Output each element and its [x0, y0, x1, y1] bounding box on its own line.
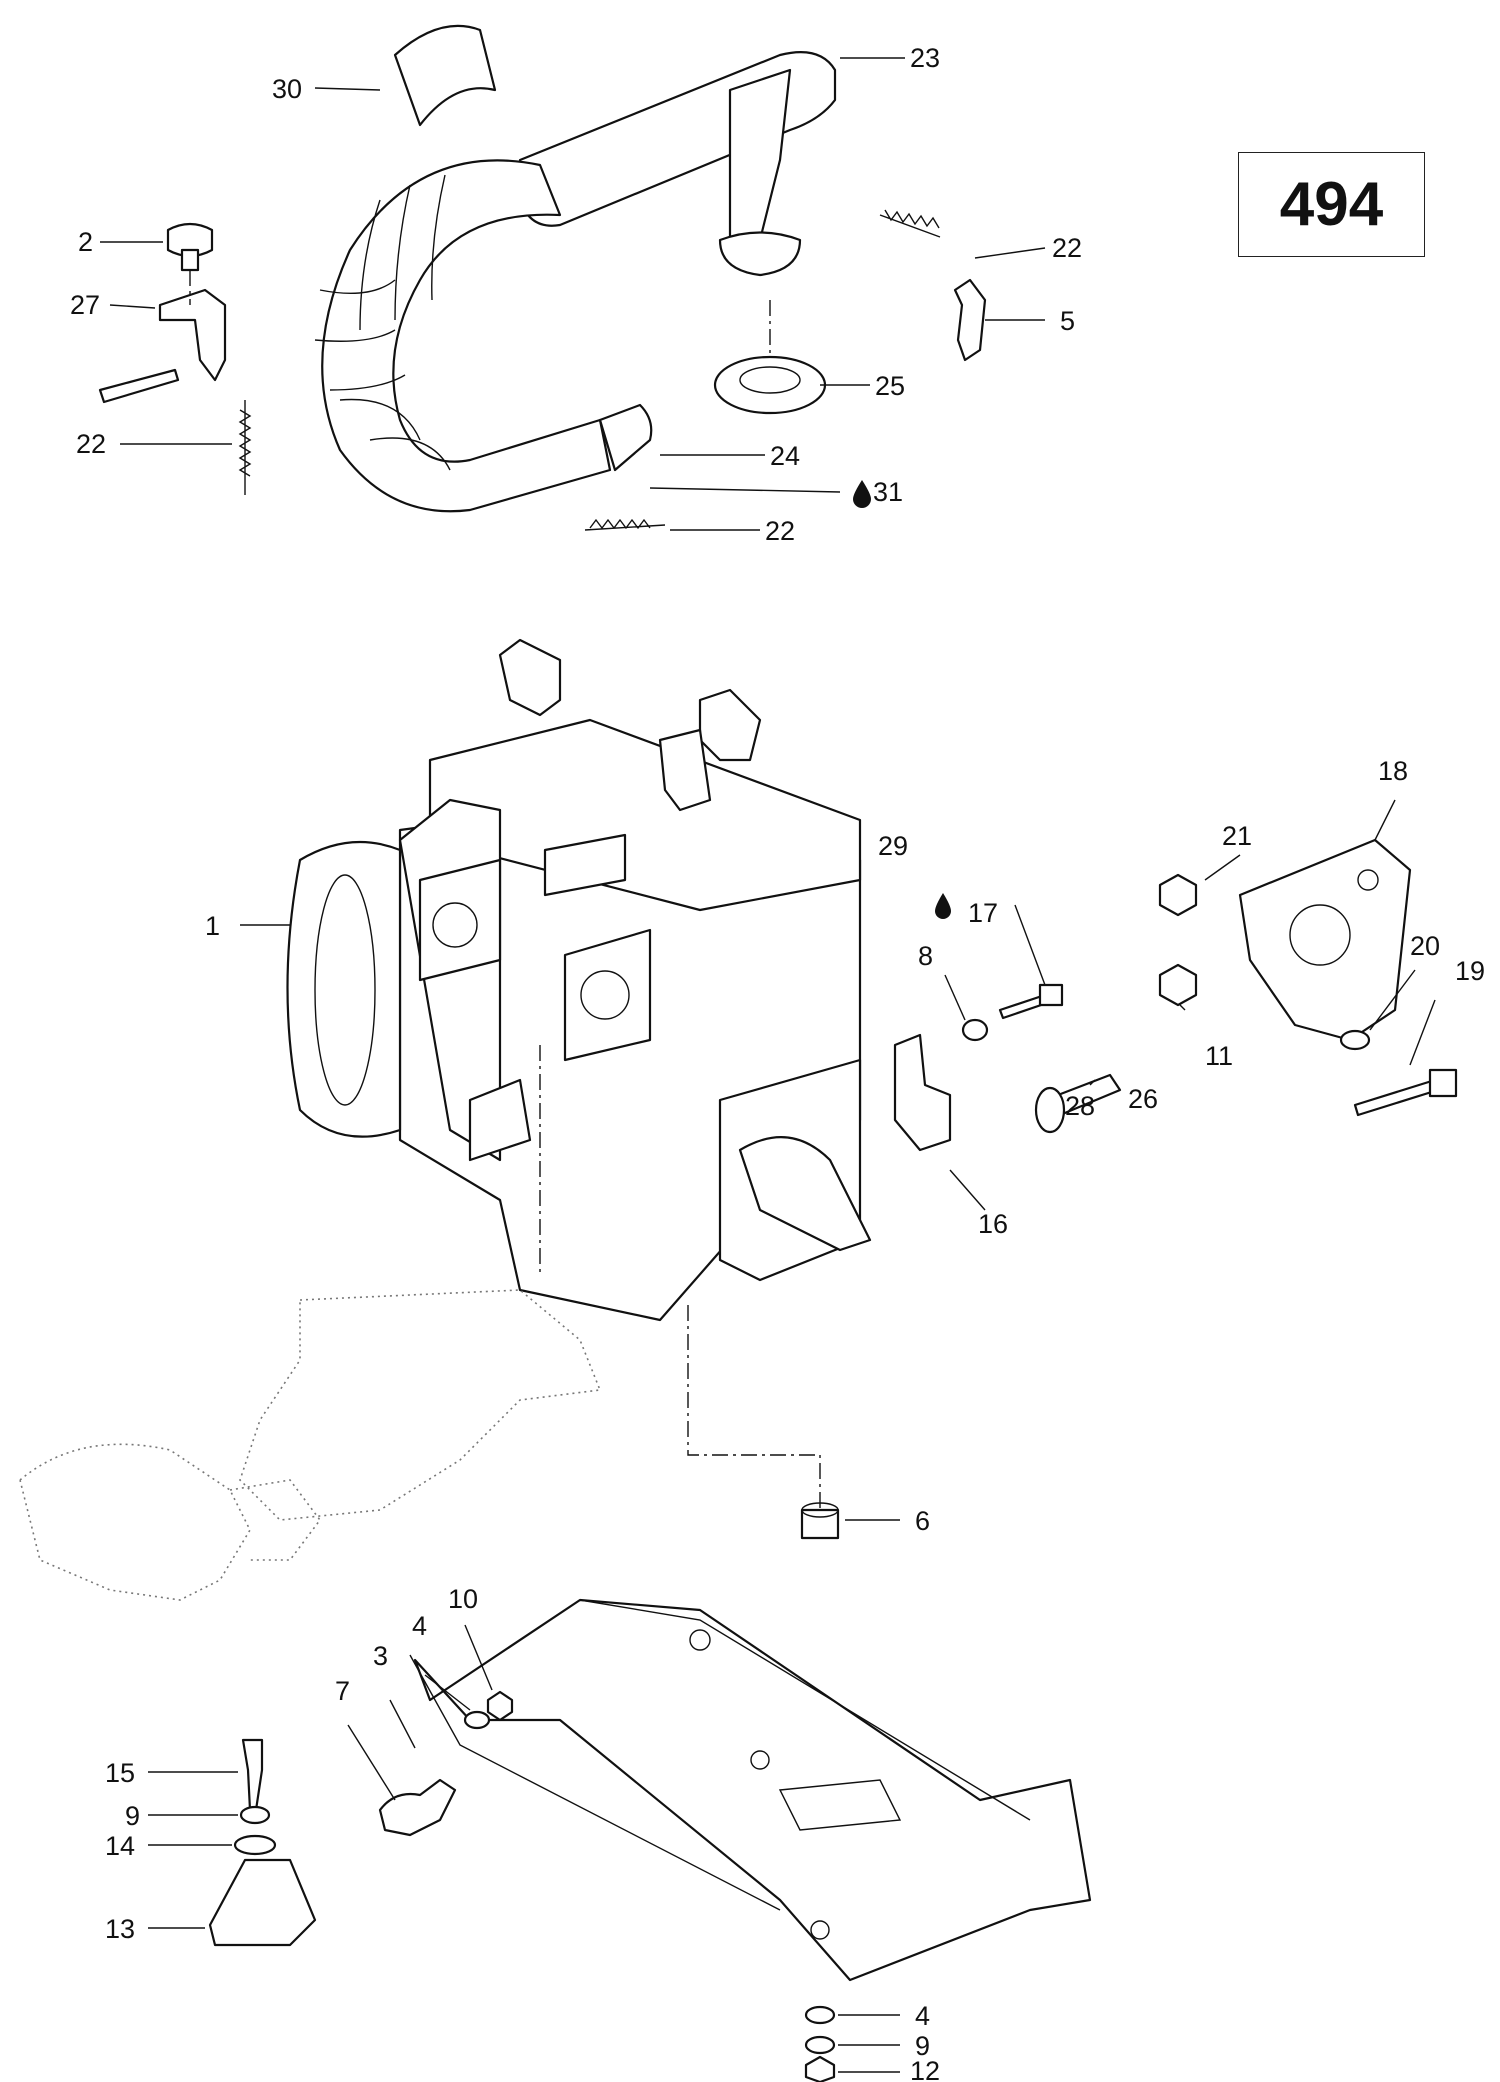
engine-block [286, 638, 872, 1322]
callout-2: 2 [78, 227, 93, 257]
callout-15: 15 [105, 1758, 135, 1788]
callout-4: 4 [412, 1611, 427, 1641]
callout-14: 14 [105, 1831, 135, 1861]
bolts-right [998, 983, 1458, 1134]
callout-24: 24 [770, 441, 800, 471]
callout-9: 9 [915, 2031, 930, 2061]
callout-6: 6 [915, 1506, 930, 1536]
mount-plate-18 [1238, 838, 1412, 1042]
callout-19: 19 [1455, 956, 1485, 986]
bracket-27 [98, 270, 227, 404]
callout-26: 26 [1128, 1084, 1158, 1114]
callout-20: 20 [1410, 931, 1440, 961]
callout-1: 1 [205, 911, 220, 941]
callout-3: 3 [373, 1641, 388, 1671]
callout-29: 29 [878, 831, 908, 861]
rubber-mount-7 [378, 1778, 457, 1837]
callout-25: 25 [875, 371, 905, 401]
cover-16 [893, 1033, 952, 1152]
manifold-outline [19, 1289, 602, 1601]
nuts-washers-right [961, 873, 1371, 1051]
callout-22: 22 [1052, 233, 1082, 263]
callout-8: 8 [918, 941, 933, 971]
callout-28: 28 [1065, 1091, 1095, 1121]
callout-11: 11 [1205, 1041, 1233, 1071]
callout-5: 5 [1060, 306, 1075, 336]
oil-drop-icon [935, 893, 951, 919]
callout-23: 23 [910, 43, 940, 73]
springs [238, 209, 941, 531]
diagram-id-box: 494 [1238, 152, 1425, 257]
callout-18: 18 [1378, 756, 1408, 786]
callout-30: 30 [272, 74, 302, 104]
callout-7: 7 [335, 1676, 350, 1706]
callout-16: 16 [978, 1209, 1008, 1239]
cap-bolt-2 [166, 222, 214, 272]
stacked-hardware-bottom [804, 2005, 836, 2082]
heat-shield-30 [393, 24, 497, 127]
callout-10: 10 [448, 1584, 478, 1614]
callout-13: 13 [105, 1914, 135, 1944]
callout-12: 12 [910, 2056, 940, 2082]
callout-22: 22 [76, 429, 106, 459]
tuned-pipe [314, 51, 837, 513]
callout-31: 31 [873, 477, 903, 507]
callout-21: 21 [1222, 821, 1252, 851]
grommet-25 [713, 355, 827, 415]
callout-labels: 30 23 2 27 22 22 5 25 24 31 22 18 21 29 … [70, 43, 1485, 2082]
callout-27: 27 [70, 290, 100, 320]
callout-17: 17 [968, 898, 998, 928]
mount-hardware-left [208, 1690, 514, 1947]
leader-lines [100, 57, 1436, 2073]
bracket-5 [953, 278, 987, 362]
oil-drop-icon [853, 480, 871, 508]
callout-9: 9 [125, 1801, 140, 1831]
spacer-6 [800, 1502, 840, 1540]
callout-4: 4 [915, 2001, 930, 2031]
callout-22: 22 [765, 516, 795, 546]
engine-cradle-3 [409, 1598, 1092, 1982]
